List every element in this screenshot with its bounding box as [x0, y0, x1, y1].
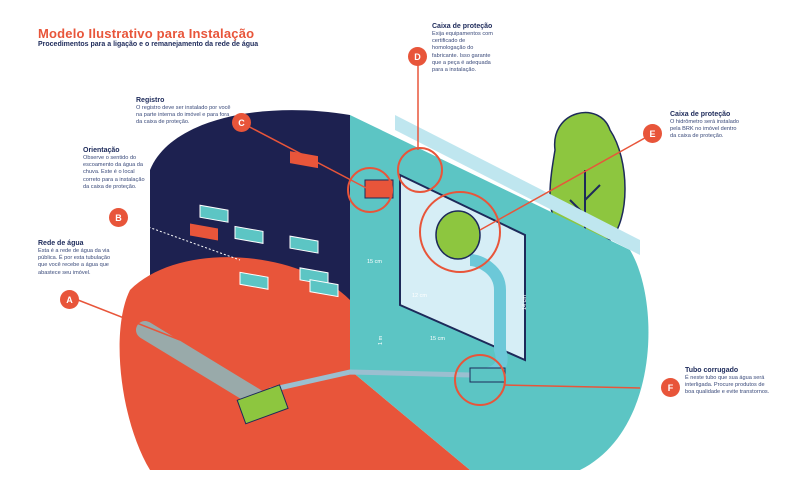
note-text: Exija equipamentos com certificado de ho…: [432, 31, 493, 74]
measure-label: 15 cm: [430, 336, 445, 342]
note-title: Orientação: [83, 147, 120, 154]
note-title: Registro: [136, 97, 165, 104]
note-text: É neste tubo que sua água será interliga…: [685, 375, 770, 396]
note-title: Caixa de proteção: [432, 23, 493, 30]
badge-a: A: [60, 290, 79, 309]
note-caixa-e: Caixa de proteção O hidrômetro será inst…: [670, 111, 742, 141]
note-rede-de-agua: Rede de água Esta é a rede de água da vi…: [38, 240, 120, 277]
badge-b: B: [109, 208, 128, 227]
measure-label: 12 cm: [412, 293, 427, 299]
protection-box: [399, 173, 526, 362]
note-tubo-corrugado: Tubo corrugado É neste tubo que sua água…: [685, 367, 770, 397]
note-caixa-d: Caixa de proteção Exija equipamentos com…: [432, 23, 494, 74]
measure-label: 15 cm: [367, 259, 382, 265]
measure-label: 1 m: [378, 335, 384, 345]
badge-d: D: [408, 47, 427, 66]
note-title: Tubo corrugado: [685, 367, 739, 374]
note-text: Esta é a rede de água da via pública. É …: [38, 248, 111, 276]
page-title: Modelo Ilustrativo para Instalação: [38, 26, 255, 41]
measure-label: 14 cm: [522, 295, 528, 310]
page-subtitle: Procedimentos para a ligação e o remanej…: [38, 41, 259, 48]
note-title: Caixa de proteção: [670, 111, 731, 118]
badge-e: E: [643, 124, 662, 143]
badge-f: F: [661, 378, 680, 397]
note-title: Rede de água: [38, 240, 84, 247]
badge-c: C: [232, 113, 251, 132]
note-text: Observe o sentido do escoamento da água …: [83, 155, 145, 190]
note-orientacao: Orientação Observe o sentido do escoamen…: [83, 147, 145, 191]
note-text: O hidrômetro será instalado pela BRK no …: [670, 119, 740, 140]
note-registro: Registro O registro deve ser instalado p…: [136, 97, 231, 127]
orange-ground: [119, 257, 470, 470]
note-text: O registro deve ser instalado por você n…: [136, 105, 231, 126]
